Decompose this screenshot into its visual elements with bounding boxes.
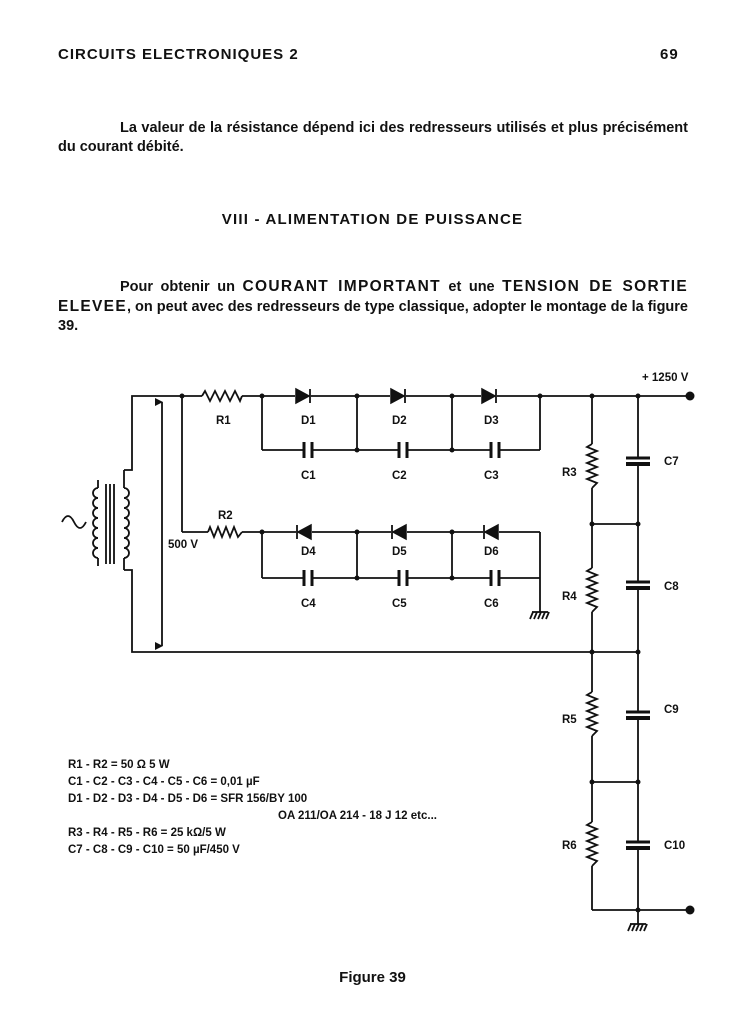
output-voltage-label: + 1250 V — [642, 372, 689, 384]
diode-d6 — [483, 523, 499, 541]
label-c6: C6 — [484, 598, 499, 610]
resistor-r4 — [584, 567, 600, 613]
figure-caption: Figure 39 — [339, 969, 406, 986]
label-r4: R4 — [562, 591, 577, 603]
capacitor-c10 — [626, 840, 650, 850]
legend-resistors-r3-r6: R3 - R4 - R5 - R6 = 25 kΩ/5 W — [68, 827, 226, 839]
wiring — [124, 395, 690, 924]
paragraph-power-supply: Pour obtenir un COURANT IMPORTANT et une… — [58, 277, 688, 336]
diode-d3 — [481, 387, 497, 405]
para2-emphasis-current: COURANT IMPORTANT — [242, 278, 441, 295]
legend-capacitors-c1-c6: C1 - C2 - C3 - C4 - C5 - C6 = 0,01 µF — [68, 776, 260, 788]
label-r5: R5 — [562, 714, 577, 726]
label-c1: C1 — [301, 470, 316, 482]
resistor-r6 — [584, 821, 600, 867]
para2-text-3: , on peut avec des redresseurs de type c… — [58, 299, 688, 334]
diode-d2 — [390, 387, 406, 405]
capacitor-c9 — [626, 710, 650, 720]
output-terminal-ground — [685, 905, 695, 915]
paragraph-resistance: La valeur de la résistance dépend ici de… — [58, 119, 688, 157]
resistor-r3 — [584, 443, 600, 489]
para2-text-1: Pour obtenir un — [120, 279, 243, 295]
label-r3: R3 — [562, 467, 577, 479]
junction-dots — [179, 393, 641, 913]
diode-d4 — [296, 523, 312, 541]
capacitor-c1 — [302, 442, 314, 458]
label-c2: C2 — [392, 470, 407, 482]
legend-resistors-r1-r2: R1 - R2 = 50 Ω 5 W — [68, 759, 170, 771]
resistor-r5 — [584, 691, 600, 737]
capacitor-c8 — [626, 580, 650, 590]
legend-diodes-alternatives: OA 211/OA 214 - 18 J 12 etc... — [278, 810, 437, 822]
label-c3: C3 — [484, 470, 499, 482]
label-c5: C5 — [392, 598, 407, 610]
label-d4: D4 — [301, 546, 316, 558]
capacitor-c3 — [489, 442, 501, 458]
label-c9: C9 — [664, 704, 679, 716]
para2-text-2: et une — [440, 279, 503, 295]
legend-diodes: D1 - D2 - D3 - D4 - D5 - D6 = SFR 156/BY… — [68, 793, 308, 805]
label-r1: R1 — [216, 415, 231, 427]
paragraph-resistance-text: La valeur de la résistance dépend ici de… — [58, 120, 688, 155]
label-c8: C8 — [664, 581, 679, 593]
label-d3: D3 — [484, 415, 499, 427]
resistor-r1 — [201, 388, 243, 404]
output-terminal-positive — [685, 391, 695, 401]
label-d1: D1 — [301, 415, 316, 427]
ground-symbol-diode-stack — [529, 611, 550, 620]
resistor-r2 — [207, 524, 243, 540]
transformer — [61, 470, 130, 570]
label-d2: D2 — [392, 415, 407, 427]
label-c7: C7 — [664, 456, 679, 468]
capacitor-c2 — [397, 442, 409, 458]
ground-symbol-output — [627, 923, 648, 932]
component-legend: R1 - R2 = 50 Ω 5 W C1 - C2 - C3 - C4 - C… — [68, 757, 437, 859]
running-header-title: CIRCUITS ELECTRONIQUES 2 — [58, 46, 299, 63]
capacitor-c6 — [489, 570, 501, 586]
label-r6: R6 — [562, 840, 577, 852]
transformer-voltage-label: 500 V — [168, 539, 198, 551]
diode-d5 — [391, 523, 407, 541]
capacitor-c5 — [397, 570, 409, 586]
para2-emphasis-voltage: TENSION DE SORTIE ELEVEE — [58, 278, 689, 315]
section-title: VIII - ALIMENTATION DE PUISSANCE — [221, 211, 524, 228]
diode-d1 — [295, 387, 311, 405]
page-number: 69 — [660, 46, 679, 63]
label-r2: R2 — [218, 510, 233, 522]
label-c10: C10 — [664, 840, 685, 852]
label-d5: D5 — [392, 546, 407, 558]
capacitor-c4 — [302, 570, 314, 586]
label-c4: C4 — [301, 598, 316, 610]
label-d6: D6 — [484, 546, 499, 558]
legend-capacitors-c7-c10: C7 - C8 - C9 - C10 = 50 µF/450 V — [68, 844, 240, 856]
capacitor-c7 — [626, 456, 650, 466]
